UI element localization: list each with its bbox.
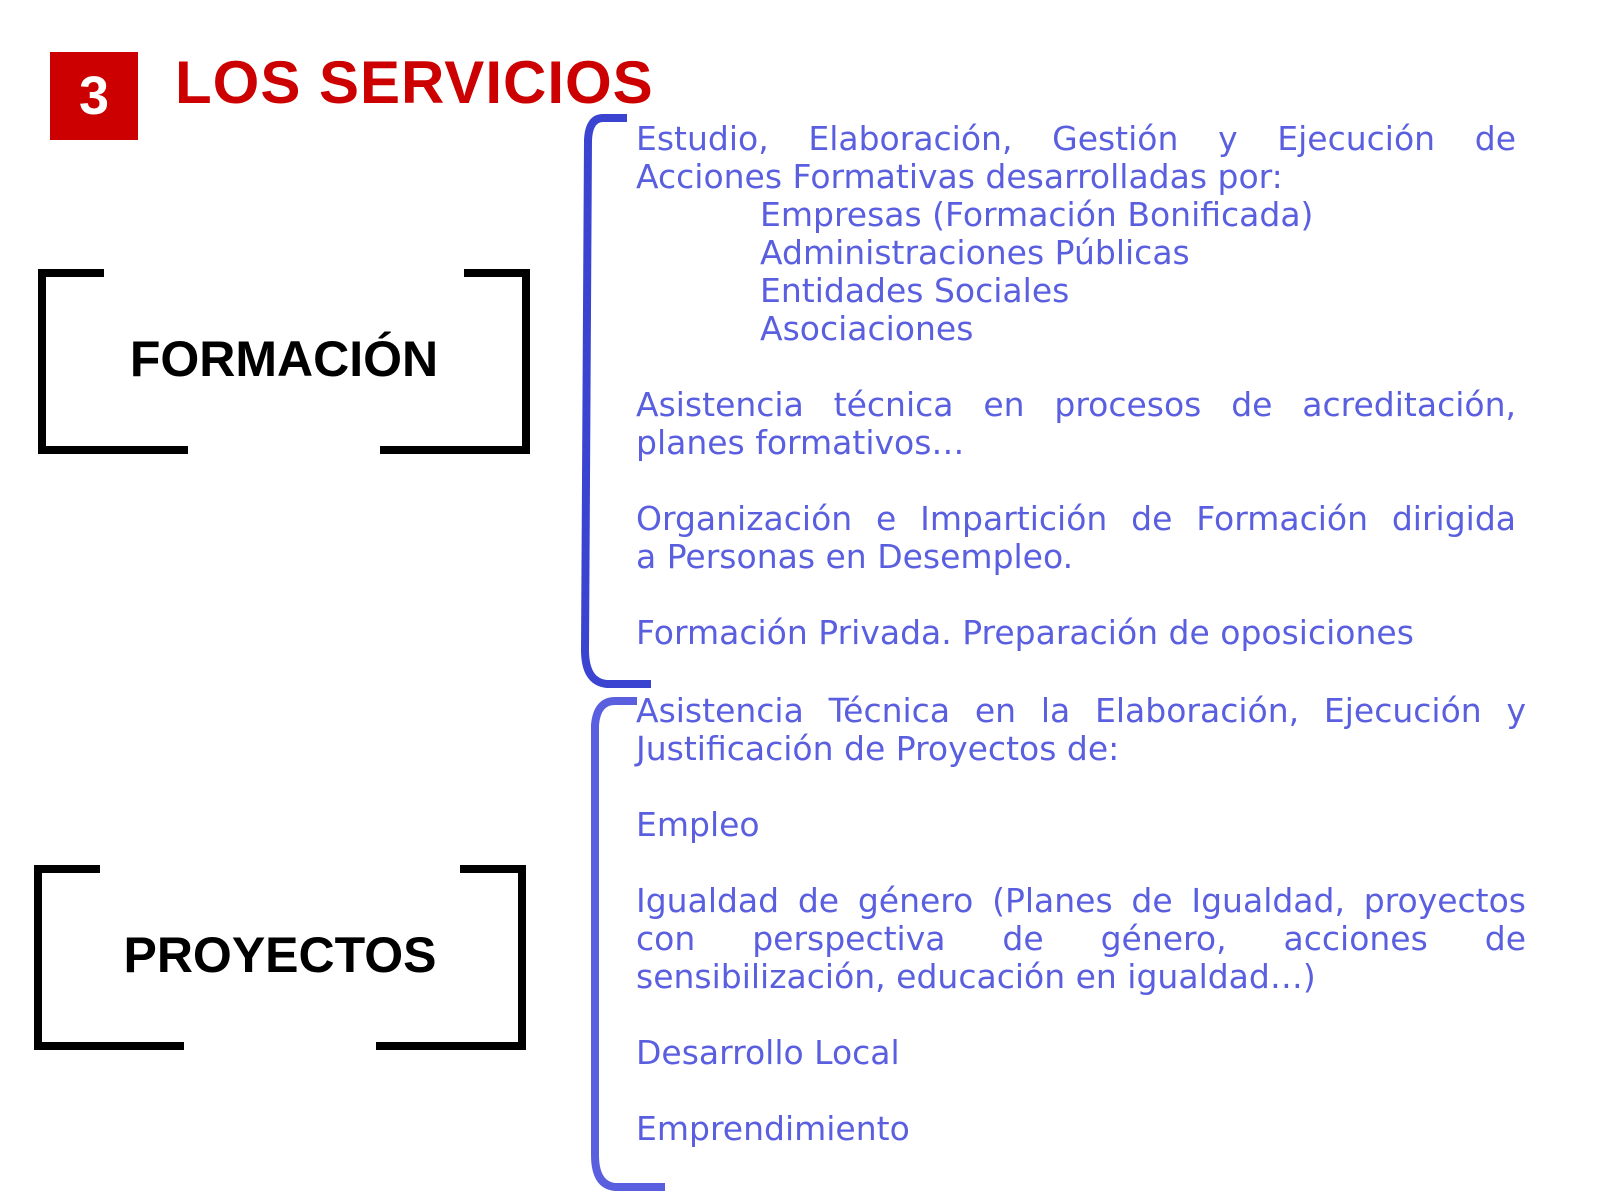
formacion-services: Estudio, Elaboración, Gestión y Ejecució… [636,120,1516,652]
service-line: Acciones Formativas desarrolladas por: [636,157,1283,196]
service-line: Asistencia técnica en procesos de acredi… [636,385,1516,424]
service-line: sensibilización, educación en igualdad…) [636,957,1316,996]
service-line: Justificación de Proyectos de: [636,729,1120,768]
service-line: Asistencia Técnica en la Elaboración, Ej… [636,691,1526,730]
sub-item: Empresas (Formación Bonificada) [760,195,1314,234]
proyectos-services: Asistencia Técnica en la Elaboración, Ej… [636,692,1526,1148]
formacion-bracket [580,114,651,688]
service-line: con perspectiva de género, acciones de [636,919,1526,958]
formacion-box: FORMACIÓN [36,268,532,456]
service-line: Estudio, Elaboración, Gestión y Ejecució… [636,119,1516,158]
proyectos-label: PROYECTOS [123,927,437,983]
service-line: Emprendimiento [636,1109,910,1148]
corner-brackets-frame [38,269,530,454]
service-line: Formación Privada. Preparación de oposic… [636,613,1414,652]
corner-brackets-frame [34,865,526,1050]
proyectos-bracket [591,697,665,1191]
sub-item: Asociaciones [760,309,974,348]
service-line: planes formativos… [636,423,965,462]
sub-item: Administraciones Públicas [760,233,1190,272]
service-line: a Personas en Desempleo. [636,537,1074,576]
proyectos-box: PROYECTOS [32,864,528,1052]
formacion-label: FORMACIÓN [129,331,439,387]
service-line: Desarrollo Local [636,1033,900,1072]
sub-item: Entidades Sociales [760,271,1070,310]
service-line: Igualdad de género (Planes de Igualdad, … [636,881,1526,920]
section-number-badge: 3 [50,52,138,140]
service-line: Empleo [636,805,760,844]
page-title: LOS SERVICIOS [175,49,654,116]
service-line: Organización e Impartición de Formación … [636,499,1516,538]
